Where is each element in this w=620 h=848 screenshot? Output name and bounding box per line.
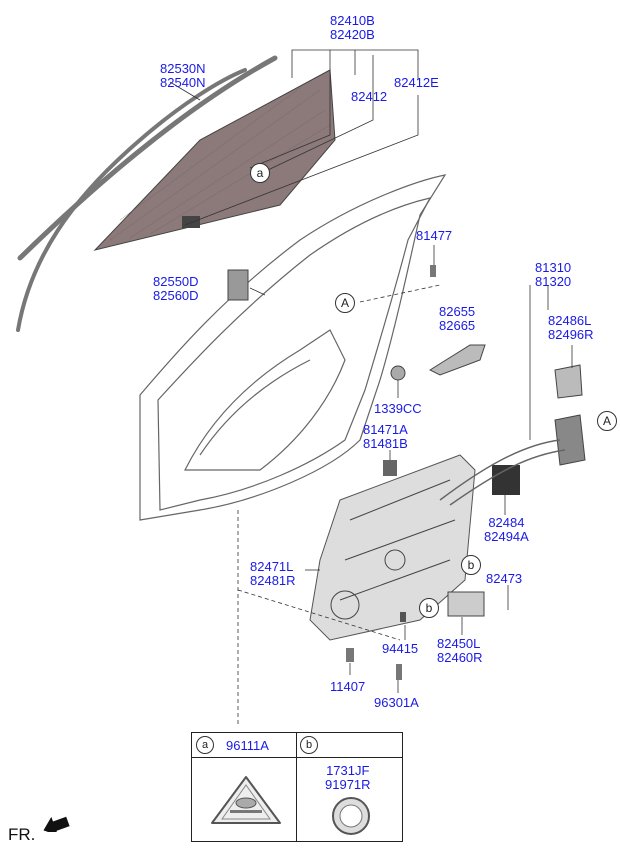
- label-striker: 81471A 81481B: [363, 423, 408, 451]
- part-number: 11407: [330, 679, 366, 694]
- legend-callout-a: a: [196, 736, 214, 754]
- door-frame: [139, 174, 447, 521]
- bolt-top-part: [430, 265, 436, 277]
- legend-callout-b: b: [300, 736, 318, 754]
- part-number: 82540N: [160, 75, 206, 90]
- label-regulator-panel: 82471L 82481R: [250, 560, 296, 588]
- part-number: 82412: [351, 89, 388, 104]
- part-number: 94415: [382, 641, 419, 656]
- label-motor-part: 82473: [486, 572, 522, 586]
- label-handle-lock: 81310 81320: [535, 261, 571, 289]
- label-screw-small: 94415: [382, 642, 418, 656]
- part-number: 81471A: [363, 422, 408, 437]
- part-number: 82473: [486, 571, 523, 586]
- run-channel-strip: [16, 55, 278, 332]
- part-number: 82530N: [160, 61, 206, 76]
- nut-part: [390, 365, 406, 381]
- label-handle-assy: 82655 82665: [439, 305, 475, 333]
- part-number: 82496R: [548, 327, 594, 342]
- emblem-a-icon: [211, 776, 281, 824]
- label-bolt-top: 81477: [416, 229, 452, 243]
- part-number: 82484: [488, 515, 525, 530]
- grommet-b-icon: [332, 797, 370, 835]
- part-number: 82471L: [250, 559, 294, 574]
- label-cover: 82486L 82496R: [548, 314, 594, 342]
- part-number: 82410B: [330, 13, 375, 28]
- grommet-part: [396, 664, 402, 680]
- callout-A-left: A: [335, 293, 355, 313]
- part-number: 82550D: [153, 274, 199, 289]
- part-number: 82655: [439, 304, 476, 319]
- part-number: 81481B: [363, 436, 408, 451]
- label-glass-part-1: 82412: [351, 90, 387, 104]
- part-number: 82494A: [484, 529, 529, 544]
- legend-divider-horizontal: [192, 757, 402, 758]
- part-number: 82420B: [330, 27, 375, 42]
- part-number: 82481R: [250, 573, 296, 588]
- part-number: 1339CC: [374, 401, 422, 416]
- regulator-rails: [330, 479, 456, 620]
- motor-part: [447, 591, 485, 617]
- label-bolt-bottom: 11407: [330, 680, 365, 694]
- callout-b-lower: b: [419, 598, 439, 618]
- part-number: 1731JF: [326, 763, 370, 778]
- label-nut: 1339CC: [374, 402, 422, 416]
- lock-cable: [439, 439, 566, 506]
- part-number: 82412E: [394, 75, 439, 90]
- bolt-bottom-part: [346, 648, 354, 662]
- part-number: 91971R: [325, 777, 371, 792]
- handle-assy-part: [428, 344, 486, 376]
- label-bracket-plate: 82484 82494A: [484, 516, 529, 544]
- lock-actuator-part: [554, 414, 586, 466]
- legend-part-a: 96111A: [226, 738, 269, 753]
- label-glass-part-2: 82412E: [394, 76, 439, 90]
- cover-part: [554, 364, 583, 399]
- callout-A-right: A: [597, 411, 617, 431]
- glass-hatch: [109, 87, 331, 241]
- part-number: 82560D: [153, 288, 199, 303]
- legend-part-b: 1731JF 91971R: [325, 764, 371, 792]
- callout-b-upper: b: [461, 555, 481, 575]
- label-motor: 82450L 82460R: [437, 637, 483, 665]
- label-door-bracket: 82550D 82560D: [153, 275, 199, 303]
- label-window-glass: 82410B 82420B: [330, 14, 375, 42]
- part-number: 82486L: [548, 313, 592, 328]
- part-number: 81477: [416, 228, 453, 243]
- leader-lines: [169, 49, 573, 725]
- screw-small-part: [400, 612, 406, 622]
- legend-divider-vertical: [296, 733, 297, 841]
- part-number: 82460R: [437, 650, 483, 665]
- part-number: 81310: [535, 260, 572, 275]
- part-number: 81320: [535, 274, 572, 289]
- part-number: 96301A: [374, 695, 419, 710]
- front-arrow-icon: [43, 816, 70, 832]
- striker-part: [383, 460, 397, 476]
- orientation-label: FR.: [8, 825, 36, 844]
- regulator-panel: [309, 454, 476, 641]
- part-number: 82665: [439, 318, 476, 333]
- part-number: 82450L: [437, 636, 481, 651]
- label-grommet: 96301A: [374, 696, 419, 710]
- callout-a: a: [250, 163, 270, 183]
- door-bracket-part: [227, 269, 249, 301]
- label-run-channel: 82530N 82540N: [160, 62, 206, 90]
- legend-table: a 96111A b 1731JF 91971R: [191, 732, 403, 842]
- glass-clip-part: [182, 216, 200, 228]
